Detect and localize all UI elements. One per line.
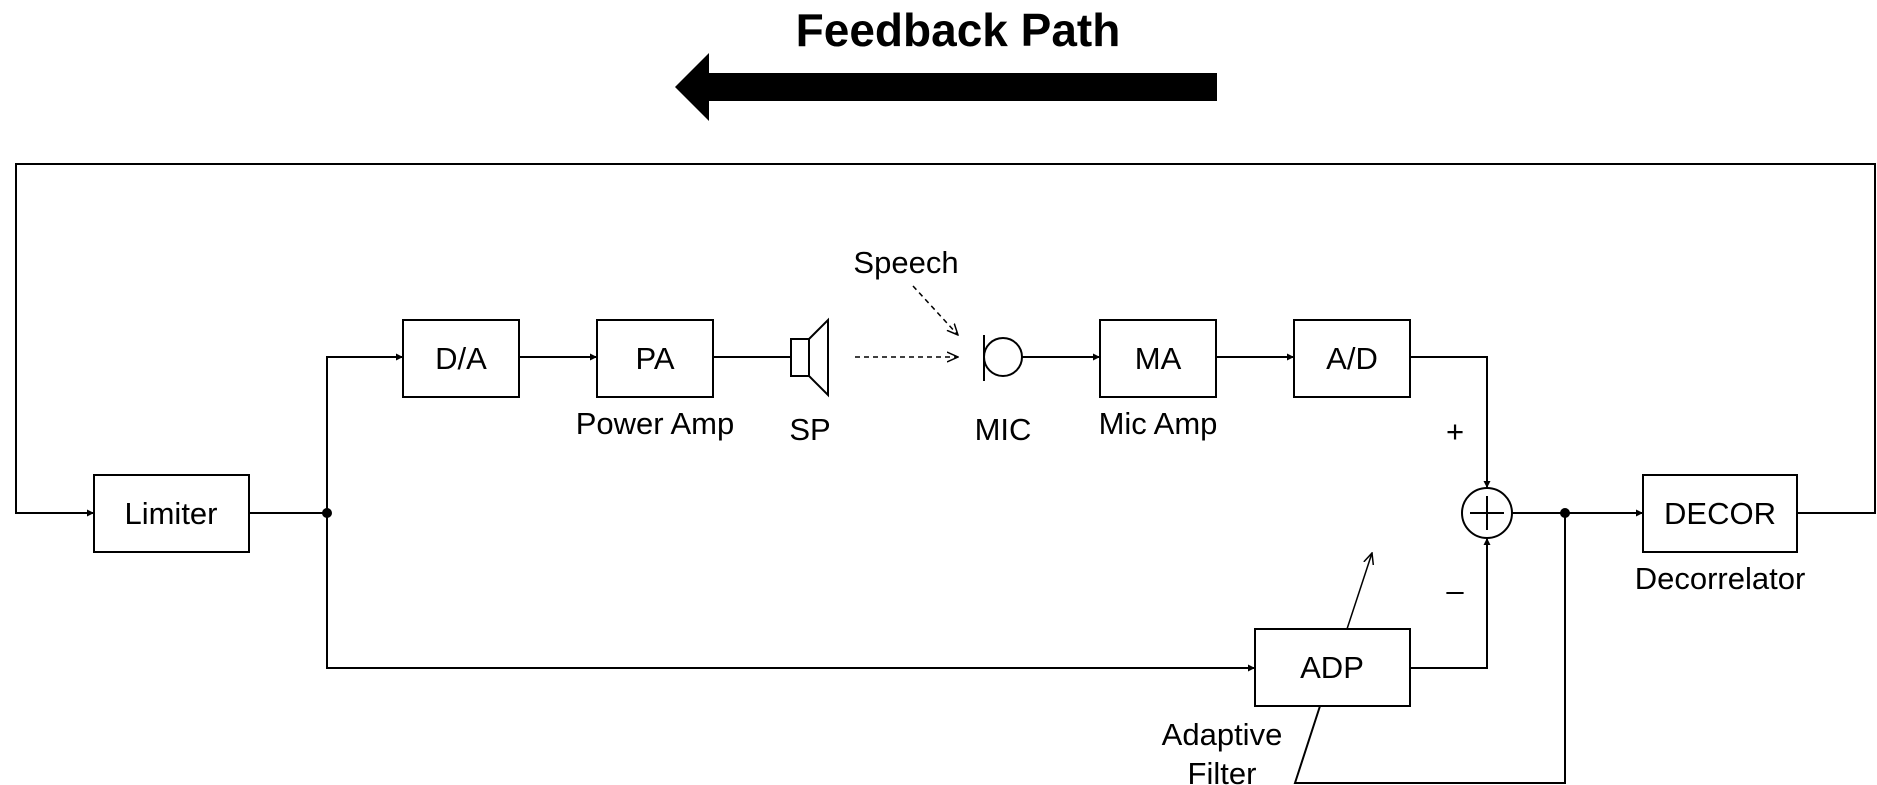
pa-block xyxy=(596,319,714,398)
minus-sign: – xyxy=(1446,573,1464,608)
ad-block xyxy=(1293,319,1411,398)
limiter-label: Limiter xyxy=(124,496,217,531)
speech-arrow-line xyxy=(912,285,958,335)
adaptive-caption-line1: Adaptive xyxy=(1162,717,1283,752)
da-block xyxy=(402,319,520,398)
sp-caption: SP xyxy=(789,412,830,447)
junction-to-adp-line xyxy=(326,513,1255,672)
adp-to-sum-line xyxy=(1410,538,1491,669)
adaptive-caption-line2: Filter xyxy=(1188,756,1257,785)
plus-sign: + xyxy=(1446,414,1464,449)
limiter-block xyxy=(93,474,250,553)
ma-block xyxy=(1099,319,1217,398)
decor-block xyxy=(1642,474,1798,553)
adp-label: ADP xyxy=(1300,650,1364,685)
speaker-icon xyxy=(790,317,829,398)
pa-label: PA xyxy=(635,341,674,376)
ma-label: MA xyxy=(1135,341,1182,376)
adaptation-arrow-icon xyxy=(1346,553,1372,630)
outer-feedback-loop-line xyxy=(15,163,1876,517)
adp-block xyxy=(1254,628,1411,707)
speech-caption: Speech xyxy=(853,245,958,280)
junction-to-da-line xyxy=(326,353,403,513)
decorrelator-caption: Decorrelator xyxy=(1635,561,1806,596)
ad-label: A/D xyxy=(1326,341,1378,376)
power-amp-caption: Power Amp xyxy=(576,406,735,441)
microphone-icon xyxy=(983,335,1023,381)
error-feedback-line xyxy=(1293,513,1566,784)
feedback-direction-arrow-icon xyxy=(675,53,1217,121)
da-label: D/A xyxy=(435,341,487,376)
ad-to-sum-line xyxy=(1410,356,1491,488)
summing-junction-icon xyxy=(1461,487,1513,539)
mic-caption: MIC xyxy=(975,412,1032,447)
diagram-title: Feedback Path xyxy=(796,4,1121,56)
mic-amp-caption: Mic Amp xyxy=(1099,406,1218,441)
decor-label: DECOR xyxy=(1664,496,1776,531)
